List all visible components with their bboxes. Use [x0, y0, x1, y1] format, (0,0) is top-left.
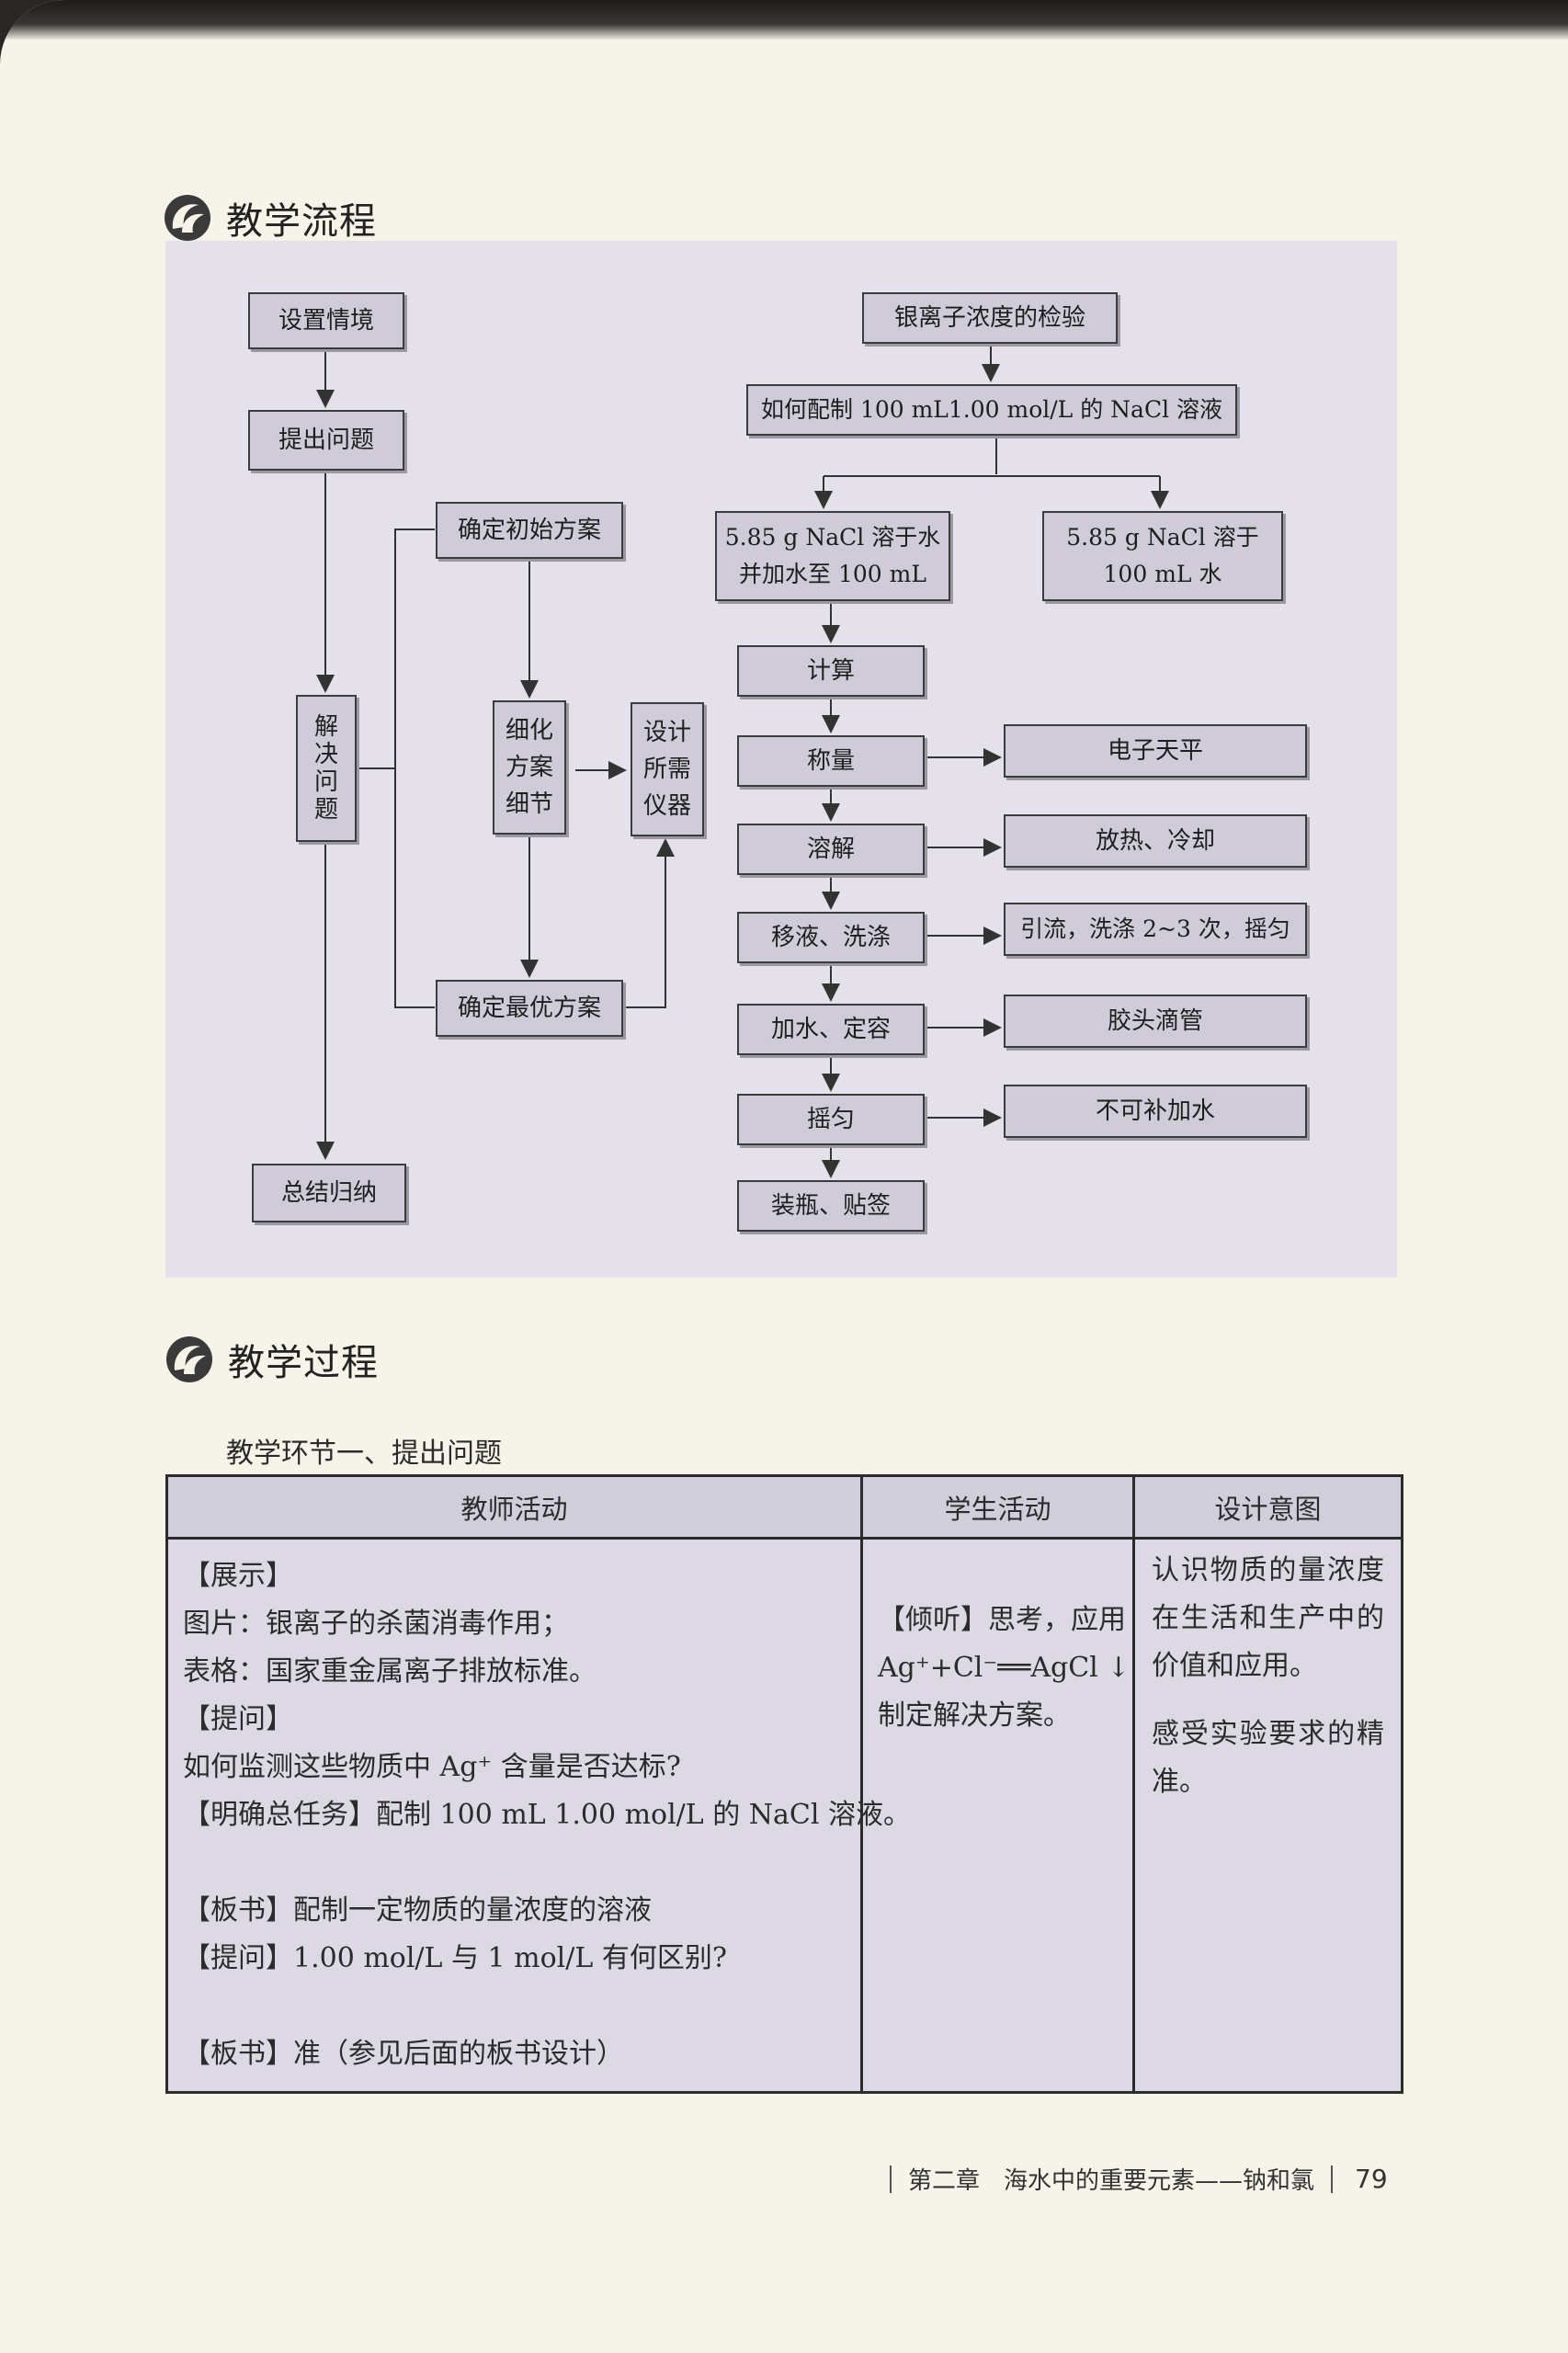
teacher-line: 【明确总任务】配制 100 mL 1.00 mol/L 的 NaCl 溶液。 — [183, 1799, 911, 1831]
box-how-to-prepare: 如何配制 100 mL1.00 mol/L 的 NaCl 溶液 — [746, 384, 1237, 436]
student-line: 【倾听】思考，应用 — [878, 1604, 1126, 1636]
box-solve-problem: 解 决 问 题 — [296, 695, 357, 842]
step-transfer-wash: 移液、洗涤 — [737, 912, 925, 963]
section-heading-teaching-flow: 教学流程 — [162, 191, 377, 244]
teacher-line: 【提问】 — [183, 1703, 293, 1735]
step-calculate: 计算 — [737, 645, 925, 697]
page-number: 79 — [1355, 2164, 1388, 2194]
table-header-row: 教师活动 学生活动 设计意图 — [165, 1474, 1403, 1540]
note-heat-cool: 放热、冷却 — [1004, 814, 1307, 868]
note-drain-wash: 引流，洗涤 2~3 次，摇匀 — [1004, 903, 1307, 956]
cell-design-intent: 认识物质的量浓度在生活和生产中的价值和应用。 感受实验要求的精准。 — [1132, 1537, 1403, 2094]
flowchart: 设置情境 提出问题 解 决 问 题 总结归纳 确定初始方案 细化 方案 细节 设… — [165, 241, 1397, 1278]
flowchart-connectors — [316, 342, 1169, 1178]
cell-teacher-activity: 【展示】 图片：银离子的杀菌消毒作用； 表格：国家重金属离子排放标准。 【提问】… — [165, 1537, 911, 2094]
step-dissolve: 溶解 — [737, 824, 925, 875]
section-heading-teaching-process: 教学过程 — [164, 1333, 379, 1386]
student-line: 制定解决方案。 — [878, 1699, 1071, 1732]
box-refine-details: 细化 方案 细节 — [493, 700, 566, 835]
footer-divider — [1331, 2165, 1334, 2193]
section-title: 教学流程 — [226, 200, 377, 243]
step-weigh: 称量 — [737, 735, 925, 787]
teacher-line: 如何监测这些物质中 Ag⁺ 含量是否达标? — [183, 1751, 681, 1783]
box-option-a: 5.85 g NaCl 溶于水 并加水至 100 mL — [715, 511, 950, 601]
box-summary: 总结归纳 — [252, 1164, 406, 1222]
spiral-logo-icon — [166, 1336, 212, 1382]
spacer — [183, 1983, 846, 2030]
teacher-line: 图片：银离子的杀菌消毒作用； — [183, 1608, 569, 1640]
note-electronic-balance: 电子天平 — [1004, 724, 1307, 778]
header-student-activity: 学生活动 — [860, 1474, 1135, 1540]
box-setup-scenario: 设置情境 — [248, 292, 404, 349]
box-raise-question: 提出问题 — [248, 410, 404, 471]
header-teacher-activity: 教师活动 — [165, 1474, 863, 1540]
spacer — [1152, 1690, 1384, 1711]
cell-student-activity: 【倾听】思考，应用 Ag⁺+Cl⁻══AgCl ↓ 制定解决方案。 — [860, 1537, 1135, 2094]
footer-divider — [890, 2165, 892, 2193]
spiral-logo-icon — [165, 195, 210, 241]
student-line: Ag⁺+Cl⁻══AgCl ↓ — [878, 1652, 1131, 1684]
header-design-intent: 设计意图 — [1132, 1474, 1403, 1540]
page-footer: 第二章 海水中的重要元素——钠和氯 79 — [873, 2162, 1388, 2196]
spacer — [183, 1839, 846, 1887]
box-design-instruments: 设计 所需 仪器 — [631, 702, 704, 836]
step-add-water: 加水、定容 — [737, 1004, 925, 1055]
teacher-line: 【板书】准（参见后面的板书设计） — [183, 2038, 624, 2070]
chapter-title: 第二章 海水中的重要元素——钠和氯 — [908, 2167, 1315, 2195]
step-shake: 摇匀 — [737, 1094, 925, 1145]
teacher-line: 【展示】 — [183, 1560, 293, 1592]
design-paragraph: 感受实验要求的精准。 — [1152, 1718, 1384, 1798]
section-title: 教学过程 — [228, 1342, 379, 1384]
teacher-line: 【提问】1.00 mol/L 与 1 mol/L 有何区别? — [183, 1942, 727, 1974]
step-bottle-label: 装瓶、贴签 — [737, 1180, 925, 1232]
box-initial-plan: 确定初始方案 — [436, 502, 623, 559]
box-optimal-plan: 确定最优方案 — [436, 980, 623, 1037]
design-paragraph: 认识物质的量浓度在生活和生产中的价值和应用。 — [1152, 1554, 1384, 1682]
note-no-add-water: 不可补加水 — [1004, 1085, 1307, 1138]
teacher-line: 表格：国家重金属离子排放标准。 — [183, 1655, 597, 1688]
teacher-line: 【板书】配制一定物质的量浓度的溶液 — [183, 1894, 652, 1927]
teaching-activity-table: 教师活动 学生活动 设计意图 【展示】 图片：银离子的杀菌消毒作用； 表格：国家… — [165, 1474, 1403, 2094]
note-dropper: 胶头滴管 — [1004, 995, 1307, 1048]
table-row: 【展示】 图片：银离子的杀菌消毒作用； 表格：国家重金属离子排放标准。 【提问】… — [165, 1537, 1403, 2094]
box-silver-ion-test: 银离子浓度的检验 — [862, 292, 1118, 344]
subsection-title: 教学环节一、提出问题 — [226, 1438, 502, 1470]
box-option-b: 5.85 g NaCl 溶于 100 mL 水 — [1042, 511, 1283, 601]
